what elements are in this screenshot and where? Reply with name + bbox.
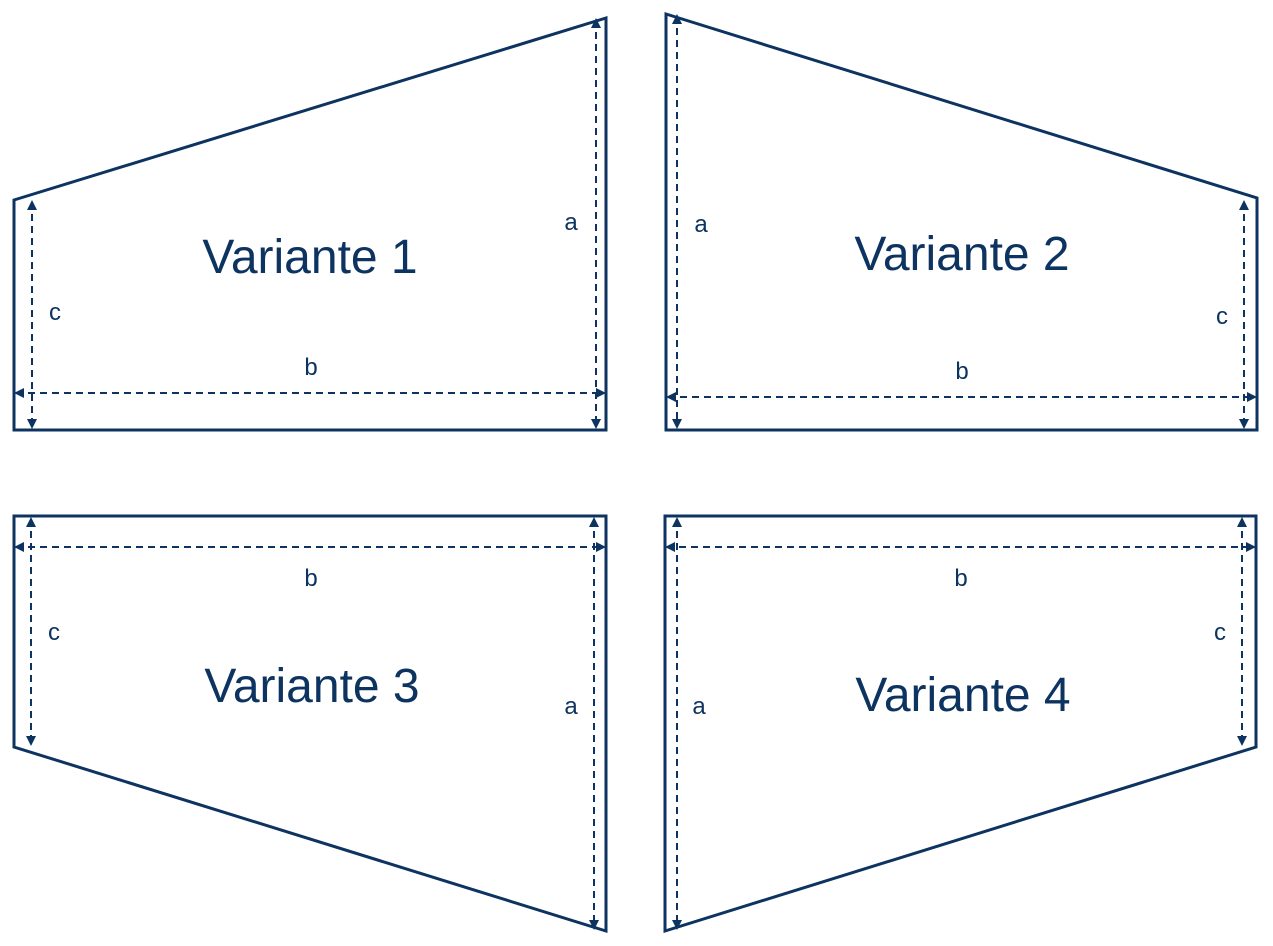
variant-2-label-b: b [955, 358, 968, 385]
variant-4-outline [663, 514, 1258, 934]
variant-2-panel: Variante 2 a b c [664, 11, 1259, 432]
variant-1-label-c: c [49, 299, 61, 326]
variant-2-label-a: a [694, 211, 708, 238]
variant-4-label-c: c [1214, 619, 1226, 646]
variant-3-label-a: a [564, 693, 578, 720]
variant-1-panel: Variante 1 a b c [12, 15, 608, 432]
variant-3-outline [12, 514, 608, 934]
variant-2-label-c: c [1216, 303, 1228, 330]
variant-2-title: Variante 2 [854, 228, 1069, 281]
variant-1-title: Variante 1 [202, 231, 417, 284]
variant-1-label-b: b [304, 354, 317, 381]
variant-3-title: Variante 3 [204, 660, 419, 713]
variant-4-label-b: b [954, 565, 967, 592]
variant-3-label-c: c [48, 619, 60, 646]
variant-4-title: Variante 4 [855, 669, 1070, 722]
variant-3-panel: Variante 3 a b c [12, 514, 608, 934]
variant-3-label-b: b [304, 565, 317, 592]
variant-2-outline [664, 11, 1259, 432]
variant-4-label-a: a [692, 693, 706, 720]
variant-4-panel: Variante 4 a b c [663, 514, 1258, 934]
variant-1-outline [12, 15, 608, 432]
variant-1-label-a: a [564, 209, 578, 236]
